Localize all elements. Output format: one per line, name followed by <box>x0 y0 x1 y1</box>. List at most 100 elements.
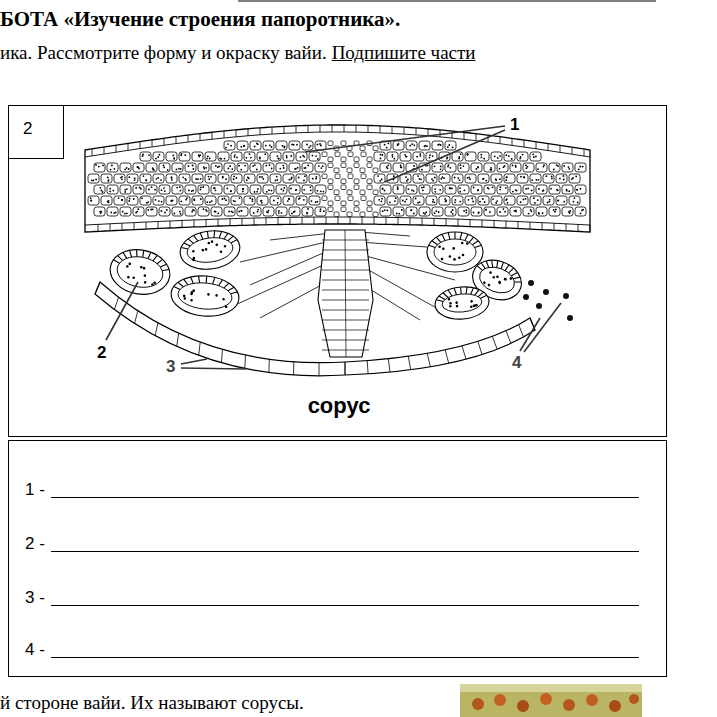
chloroplast <box>278 158 280 160</box>
chloroplast <box>191 190 193 192</box>
chloroplast <box>101 190 103 192</box>
mesophyll-cell <box>237 207 248 216</box>
indusium-cell-wall <box>345 362 346 375</box>
chloroplast <box>257 143 259 145</box>
chloroplast <box>515 211 517 213</box>
spore <box>192 289 195 292</box>
paraphysis <box>240 240 335 262</box>
chloroplast <box>107 201 109 203</box>
indusium-cell-wall <box>135 311 138 324</box>
receptacle-cell-wall <box>322 340 369 341</box>
chloroplast <box>411 143 413 145</box>
chloroplast <box>281 188 283 190</box>
chloroplast <box>217 212 219 214</box>
mesophyll-cell <box>426 174 437 183</box>
mesophyll-cell <box>211 163 222 172</box>
chloroplast <box>242 188 244 190</box>
mesophyll-cell <box>315 163 326 172</box>
chloroplast <box>267 212 269 214</box>
chloroplast <box>380 158 382 160</box>
chloroplast <box>464 189 466 191</box>
leader-line <box>181 368 246 369</box>
chloroplast <box>91 180 93 182</box>
chloroplast <box>297 167 299 169</box>
mesophyll-cell <box>315 141 326 150</box>
chloroplast <box>192 165 194 167</box>
spore <box>442 248 445 251</box>
mesophyll-cell <box>549 207 560 216</box>
chloroplast <box>316 176 318 178</box>
chloroplast <box>318 165 320 167</box>
annulus-cell <box>153 255 157 262</box>
chloroplast <box>405 176 407 178</box>
mesophyll-cell <box>296 174 307 183</box>
mesophyll-cell <box>523 207 534 216</box>
epidermis-cell-wall <box>128 143 129 150</box>
chloroplast <box>145 179 147 181</box>
chloroplast <box>406 180 408 182</box>
chloroplast <box>538 188 540 190</box>
chloroplast <box>315 178 317 180</box>
annulus-cell <box>228 287 234 291</box>
epidermis-cell-wall <box>260 128 261 135</box>
mesophyll-cell <box>257 174 268 183</box>
mesophyll-cell <box>231 174 242 183</box>
annulus-cell <box>484 261 490 267</box>
annulus-cell <box>117 256 123 261</box>
epidermis-cell-wall <box>446 219 447 226</box>
annulus-cell <box>454 232 455 239</box>
photo-sorus <box>629 694 639 704</box>
chloroplast <box>556 189 558 191</box>
annulus-cell <box>465 287 467 294</box>
chloroplast <box>434 201 436 203</box>
answer-box: 1 -2 -3 -4 - <box>8 440 667 677</box>
spore <box>183 297 186 300</box>
chloroplast <box>287 200 289 202</box>
chloroplast <box>193 168 195 170</box>
chloroplast <box>549 199 551 201</box>
chloroplast <box>499 178 501 180</box>
mesophyll-cell <box>153 174 164 183</box>
chloroplast <box>217 166 219 168</box>
chloroplast <box>134 177 136 179</box>
epidermis-cell-wall <box>206 220 207 227</box>
chloroplast <box>161 189 163 191</box>
chloroplast <box>401 209 403 211</box>
chloroplast <box>107 177 109 179</box>
mesophyll-cell <box>244 174 255 183</box>
mesophyll-cell <box>393 207 404 216</box>
chloroplast <box>523 176 525 178</box>
bundle-cell <box>335 174 340 179</box>
chloroplast <box>460 164 462 166</box>
chloroplast <box>388 142 390 144</box>
chloroplast <box>492 198 494 200</box>
chloroplast <box>305 167 307 169</box>
chloroplast <box>581 210 583 212</box>
bundle-cell <box>354 185 359 190</box>
epidermis-cell-wall <box>542 223 543 230</box>
mesophyll-cell <box>549 185 560 194</box>
spore <box>225 305 228 308</box>
chloroplast <box>208 178 210 180</box>
spore <box>222 298 225 301</box>
chloroplast <box>568 211 570 213</box>
epidermis-cell-wall <box>368 125 369 132</box>
mesophyll-cell <box>478 152 489 161</box>
spore <box>211 240 214 243</box>
chloroplast <box>454 177 456 179</box>
photo-sorus <box>472 698 484 710</box>
spore <box>452 247 455 250</box>
mesophyll-cell <box>517 196 528 205</box>
mesophyll-cell <box>198 163 209 172</box>
chloroplast <box>429 157 431 159</box>
sporangium <box>178 227 243 273</box>
chloroplast <box>411 209 413 211</box>
spore <box>190 293 193 296</box>
chloroplast <box>312 178 314 180</box>
chloroplast <box>107 180 109 182</box>
chloroplast <box>320 145 322 147</box>
chloroplast <box>466 154 468 156</box>
chloroplast <box>199 154 201 156</box>
epidermis-cell-wall <box>530 222 531 229</box>
mesophyll-cell <box>172 207 183 216</box>
